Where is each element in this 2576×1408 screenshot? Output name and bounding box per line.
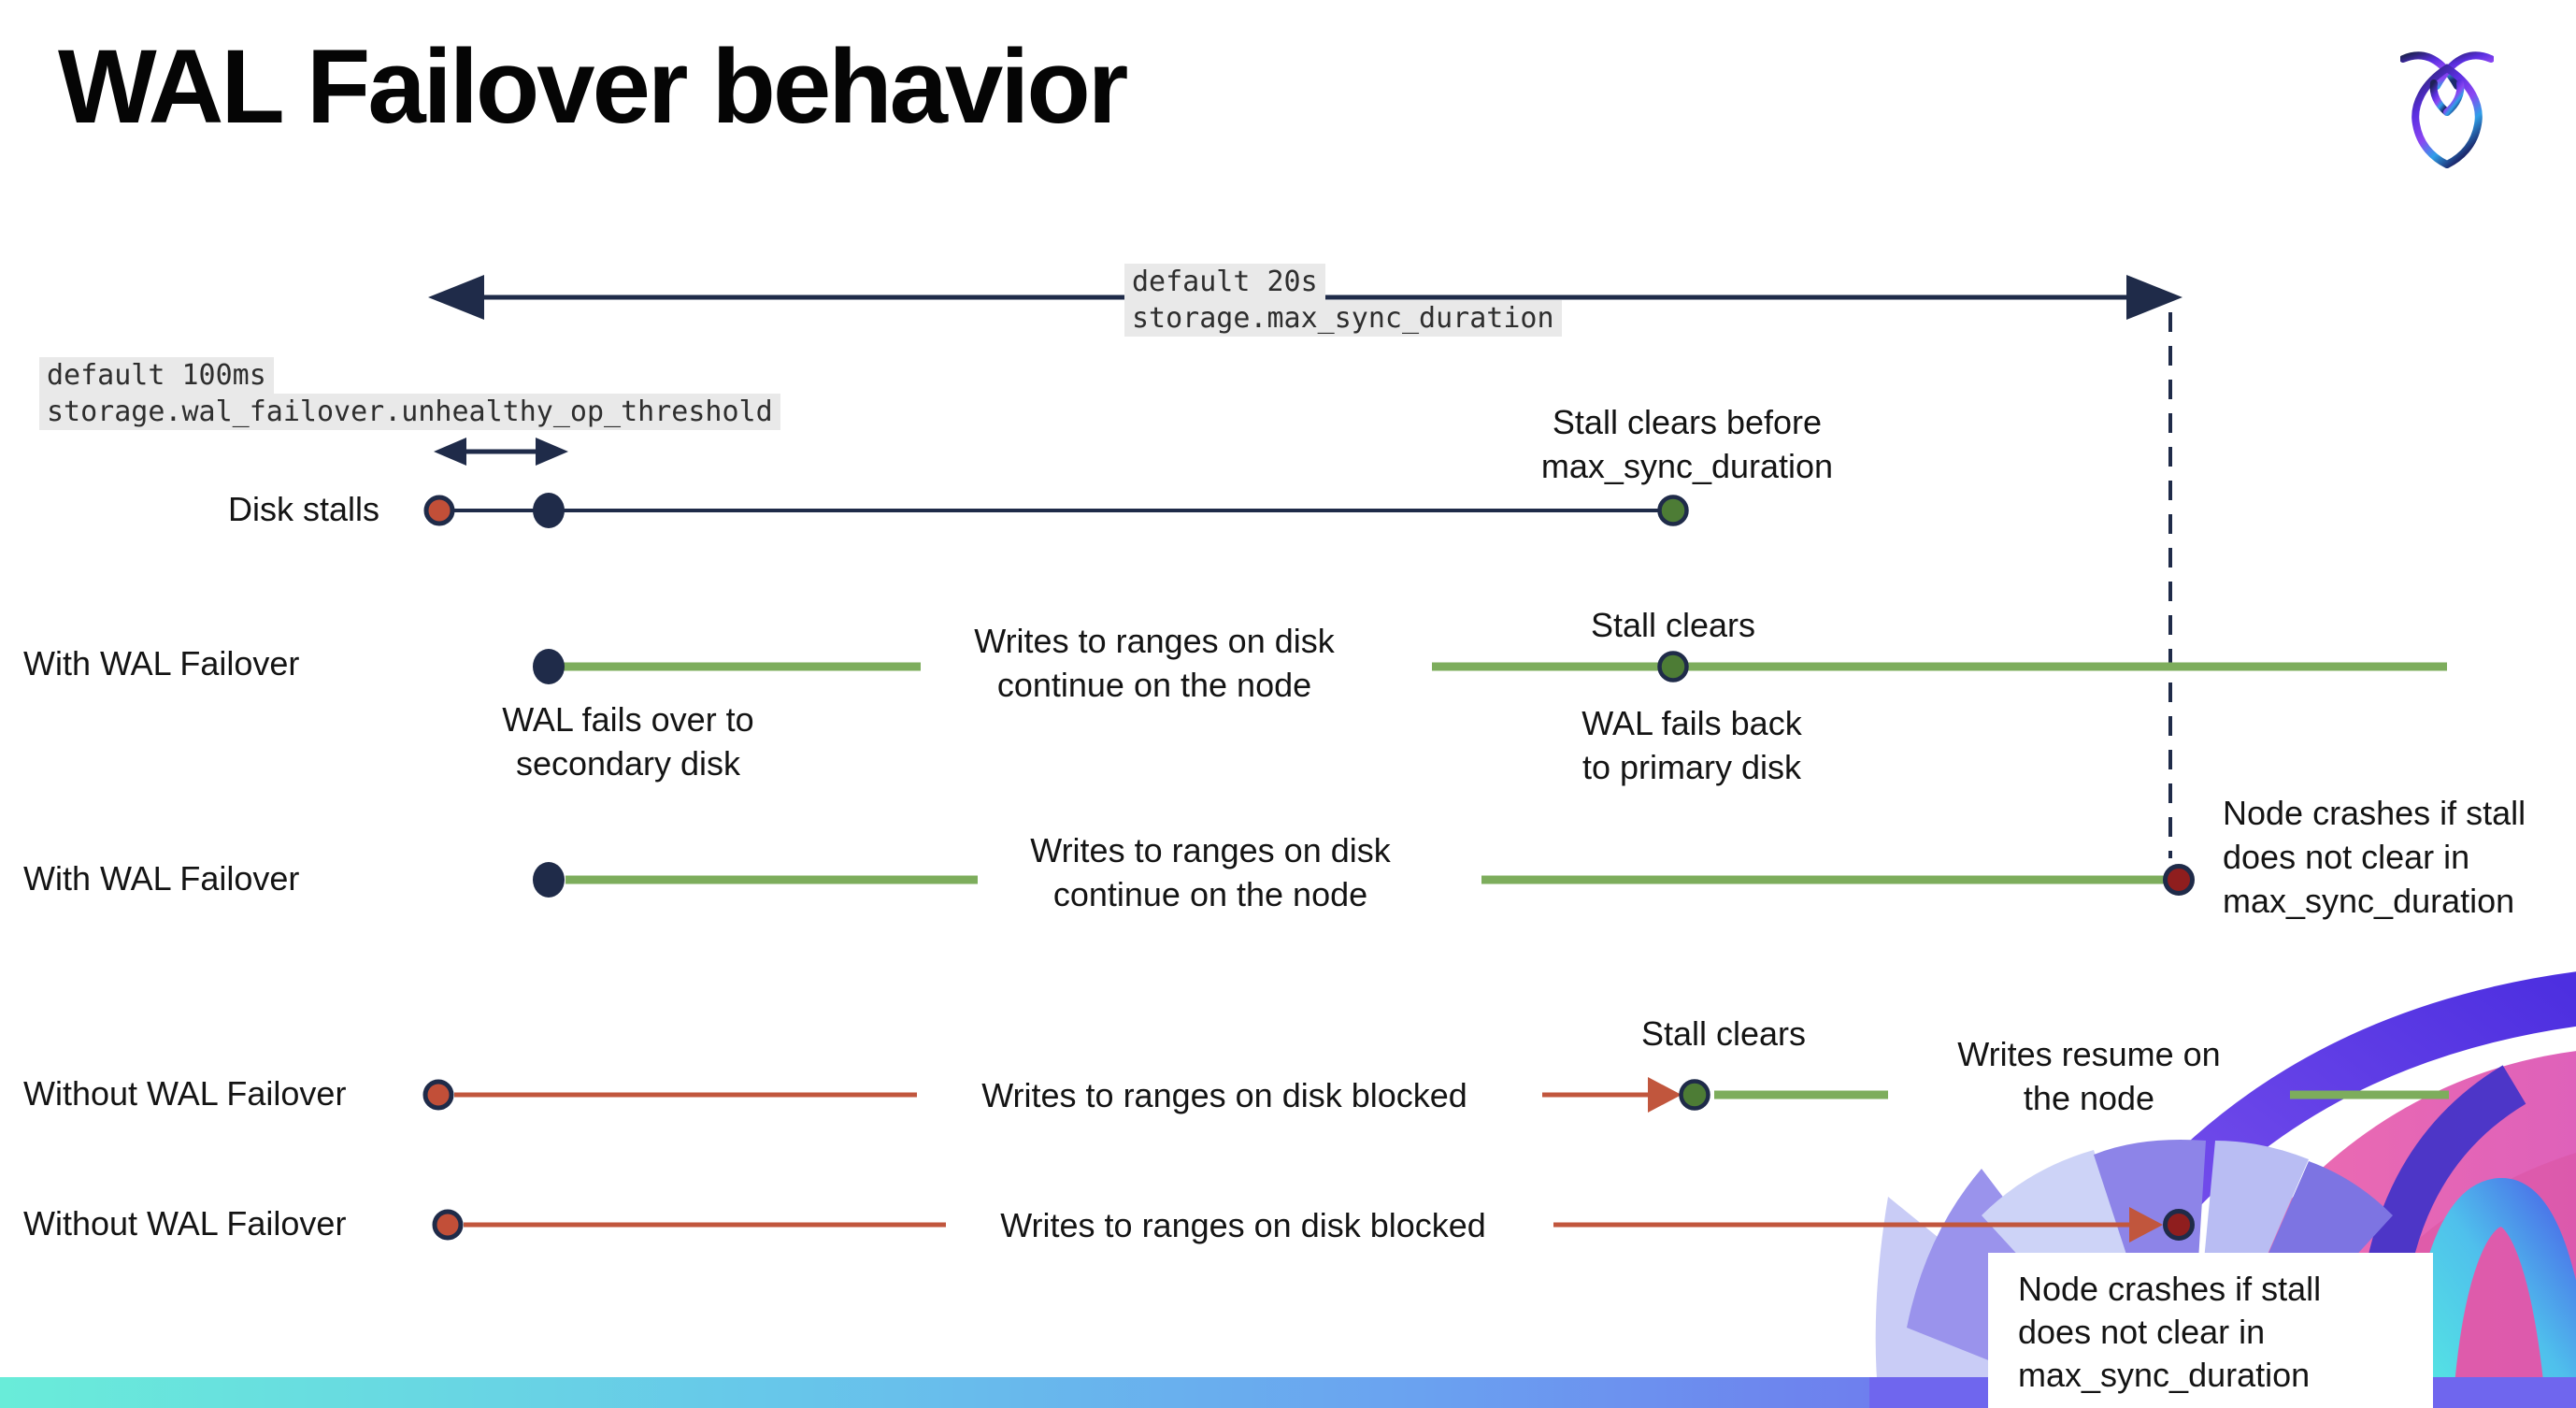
stall-start-dot — [423, 495, 455, 526]
crash-dot — [2163, 864, 2195, 896]
note-node-crashes-1: Node crashes if stall does not clear in … — [2223, 794, 2526, 920]
note-fails-back: WAL fails back to primary disk — [1581, 704, 1802, 786]
crash-callout-card: Node crashes if stall does not clear in … — [1988, 1253, 2433, 1408]
timeline-without-failover-2 — [432, 1207, 2195, 1243]
failover-dot — [533, 649, 565, 684]
cockroachdb-logo-icon — [2400, 47, 2494, 168]
red-arrowhead — [1648, 1077, 1682, 1113]
note-stall-clears-before: Stall clears before max_sync_duration — [1540, 403, 1834, 485]
note-writes-continue-2: Writes to ranges on disk continue on the… — [1030, 831, 1391, 913]
failover-dot — [533, 862, 565, 898]
timeline-with-failover-1 — [533, 649, 2447, 684]
unhealthy-setting-name: storage.wal_failover.unhealthy_op_thresh… — [39, 394, 780, 430]
note-stall-clears-1: Stall clears — [1590, 606, 1756, 644]
note-node-crashes-2: Node crashes if stall does not clear in … — [2018, 1270, 2322, 1394]
timeline-with-failover-2 — [533, 862, 2195, 898]
unhealthy-op-threshold-arrow — [434, 438, 568, 466]
stall-clears-dot — [1657, 495, 1689, 526]
cyan-arch — [2404, 1178, 2576, 1408]
note-writes-blocked-2: Writes to ranges on disk blocked — [1000, 1206, 1486, 1244]
max-sync-setting-name: storage.max_sync_duration — [1124, 300, 1562, 337]
note-writes-resume: Writes resume on the node — [1957, 1035, 2221, 1117]
timeline-disk-stalls — [423, 493, 1689, 528]
timeline-without-failover-1 — [422, 1077, 2449, 1113]
note-fails-over: WAL fails over to secondary disk — [502, 700, 754, 783]
crash-dot — [2163, 1209, 2195, 1241]
unhealthy-default-label: default 100ms — [39, 357, 274, 394]
note-writes-continue-1: Writes to ranges on disk continue on the… — [974, 622, 1335, 704]
stall-start-dot — [422, 1079, 454, 1111]
max-sync-default-label: default 20s — [1124, 264, 1325, 300]
row-label-disk-stalls: Disk stalls — [228, 490, 380, 528]
note-writes-blocked-1: Writes to ranges on disk blocked — [981, 1076, 1467, 1114]
row-label-with-failover-1: With WAL Failover — [23, 644, 300, 682]
threshold-dot — [533, 493, 565, 528]
stall-clears-dot — [1679, 1079, 1710, 1111]
red-arrowhead — [2129, 1207, 2163, 1243]
note-stall-clears-4: Stall clears — [1640, 1014, 1807, 1053]
row-label-with-failover-2: With WAL Failover — [23, 859, 300, 898]
row-label-without-failover-1: Without WAL Failover — [23, 1074, 347, 1113]
page-title: WAL Failover behavior — [58, 28, 1128, 145]
row-label-without-failover-2: Without WAL Failover — [23, 1204, 347, 1243]
stall-start-dot — [432, 1209, 464, 1241]
stall-clears-dot — [1657, 651, 1689, 682]
